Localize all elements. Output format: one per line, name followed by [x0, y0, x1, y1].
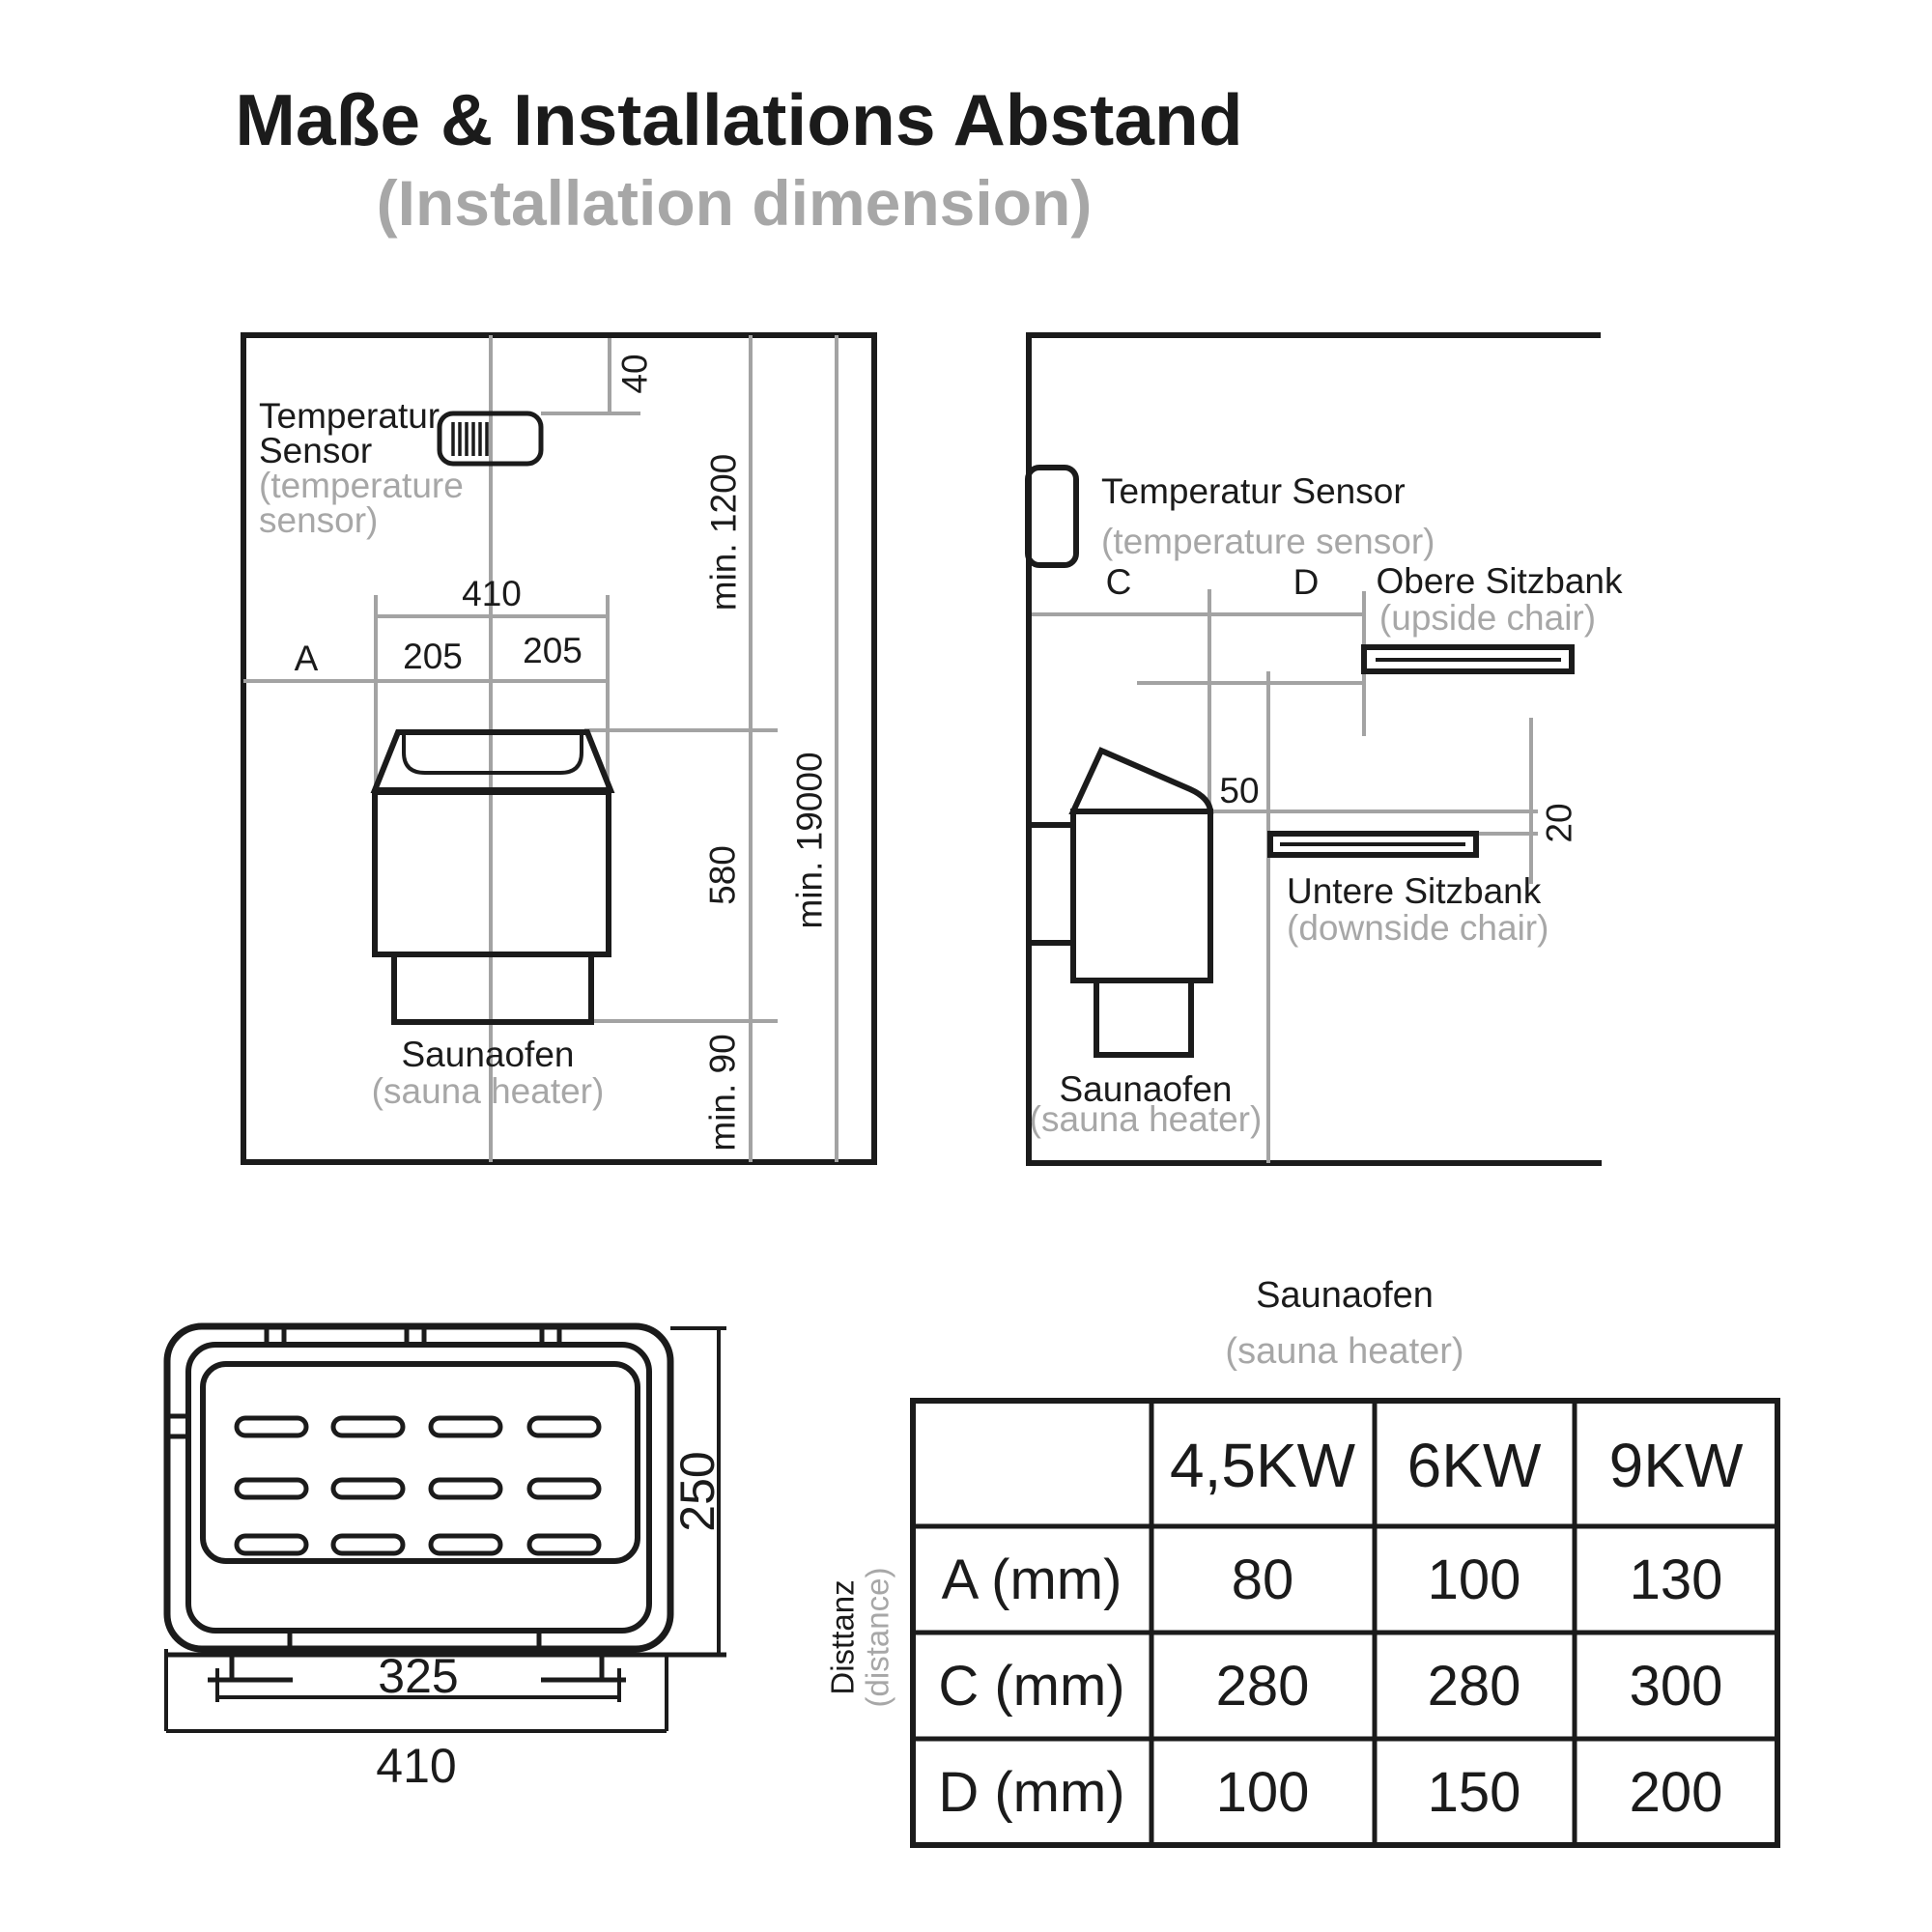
upper-bench-outline [1361, 644, 1575, 674]
sauna-heater-side [1029, 747, 1214, 1058]
temperature-sensor-side [1025, 465, 1079, 568]
heater-label-en: (sauna heater) [372, 1071, 605, 1111]
cell-C-6kw: 280 [1428, 1655, 1521, 1718]
cell-D-6kw: 150 [1428, 1761, 1521, 1824]
room-outline [241, 332, 877, 1165]
case-middle [185, 1342, 652, 1634]
cell-C-45kw: 280 [1216, 1655, 1310, 1718]
cell-A-9kw: 130 [1630, 1548, 1723, 1611]
row-label-C: C (mm) [938, 1655, 1124, 1718]
heater-base-side [1094, 978, 1194, 1058]
dim-label-C: C [1106, 562, 1132, 602]
title-block: Maße & Installations Abstand (Installati… [235, 79, 1242, 239]
dim-label-205-right: 205 [523, 631, 582, 670]
row-label-A: A (mm) [942, 1548, 1122, 1611]
sauna-heater-front [370, 729, 615, 1025]
sensor-side-label-en: (temperature sensor) [1101, 522, 1435, 561]
room-outline-side [1026, 332, 1602, 1166]
table-header-row: 4,5KW 6KW 9KW [1170, 1431, 1744, 1500]
table-caption-de: Saunaofen [1256, 1275, 1434, 1316]
dim-label-D: D [1293, 562, 1320, 602]
table-side-label-de: Disttanz [825, 1579, 861, 1694]
row-label-D: D (mm) [938, 1761, 1124, 1824]
dim-label-A: A [295, 639, 319, 678]
upper-bench-label-en: (upside chair) [1379, 598, 1596, 638]
table-row-A: A (mm) 80 100 130 [942, 1548, 1723, 1611]
table-grid [913, 1401, 1777, 1845]
table-row-C: C (mm) 280 280 300 [938, 1655, 1722, 1718]
cell-A-6kw: 100 [1428, 1548, 1521, 1611]
vent-panel [200, 1361, 640, 1564]
heater-side-label-en: (sauna heater) [1030, 1099, 1263, 1139]
dim-label-205-left: 205 [403, 637, 463, 676]
lower-bench-label-en: (downside chair) [1287, 908, 1548, 948]
cell-D-45kw: 100 [1216, 1761, 1310, 1824]
table-border [910, 1398, 1780, 1848]
side-view-labels: Temperatur Sensor (temperature sensor) C… [1030, 471, 1623, 1139]
dim-label-min19000: min. 19000 [790, 752, 830, 928]
col-header-6kw: 6KW [1407, 1431, 1542, 1500]
page-title: Maße & Installations Abstand [235, 79, 1242, 160]
dim-label-min1200: min. 1200 [704, 454, 744, 611]
table-side-label-en: (distance) [860, 1568, 895, 1708]
sensor-side-label-de: Temperatur Sensor [1101, 471, 1406, 511]
cell-C-9kw: 300 [1630, 1655, 1723, 1718]
sensor-label-en-1: (temperature [259, 466, 464, 505]
sensor-label-de-2: Sensor [259, 431, 372, 470]
sensor-label-en-2: sensor) [259, 500, 378, 540]
stand [165, 1652, 726, 1683]
sensor-outline [437, 411, 544, 467]
sensor-label-de-1: Temperatur [259, 396, 440, 436]
upper-bench [1361, 644, 1575, 674]
front-view-labels: Temperatur Sensor (temperature sensor) 4… [259, 354, 830, 1151]
cell-A-45kw: 80 [1232, 1548, 1294, 1611]
dim-label-410-product: 410 [376, 1739, 456, 1793]
dim-label-325: 325 [378, 1649, 458, 1703]
dim-label-410: 410 [462, 574, 522, 613]
dim-label-50: 50 [1219, 771, 1259, 810]
distance-table: Saunaofen (sauna heater) Disttanz (dista… [825, 1275, 1780, 1848]
lower-bench-label-de: Untere Sitzbank [1287, 871, 1542, 911]
case-clips [167, 1326, 562, 1649]
upper-bench-label-de: Obere Sitzbank [1376, 561, 1623, 601]
table-row-D: D (mm) 100 150 200 [938, 1761, 1722, 1824]
sensor-grille-icon [451, 422, 489, 456]
dim-label-40: 40 [615, 354, 655, 393]
heater-base [391, 952, 594, 1025]
cell-D-9kw: 200 [1630, 1761, 1723, 1824]
heater-stone-tray [402, 732, 583, 775]
case-outer [163, 1322, 674, 1653]
front-view: Temperatur Sensor (temperature sensor) 4… [241, 332, 877, 1165]
dim-label-min90: min. 90 [703, 1034, 743, 1151]
heater-label-de: Saunaofen [401, 1035, 574, 1074]
col-header-45kw: 4,5KW [1170, 1431, 1356, 1500]
page-subtitle: (Installation dimension) [377, 167, 1093, 239]
vent-slots [234, 1415, 602, 1556]
temperature-sensor [437, 411, 544, 467]
col-header-9kw: 9KW [1609, 1431, 1744, 1500]
table-caption-en: (sauna heater) [1225, 1331, 1463, 1372]
product-view: 325 410 250 [163, 1322, 726, 1793]
lower-bench-outline [1267, 831, 1479, 858]
dim-label-580: 580 [703, 845, 743, 905]
lower-bench [1267, 831, 1479, 858]
dim-label-250: 250 [670, 1451, 724, 1531]
dim-label-20: 20 [1540, 803, 1579, 842]
product-dim-lines [164, 1326, 726, 1733]
heater-side-label-de: Saunaofen [1059, 1069, 1232, 1109]
side-view: Temperatur Sensor (temperature sensor) C… [1025, 332, 1623, 1166]
